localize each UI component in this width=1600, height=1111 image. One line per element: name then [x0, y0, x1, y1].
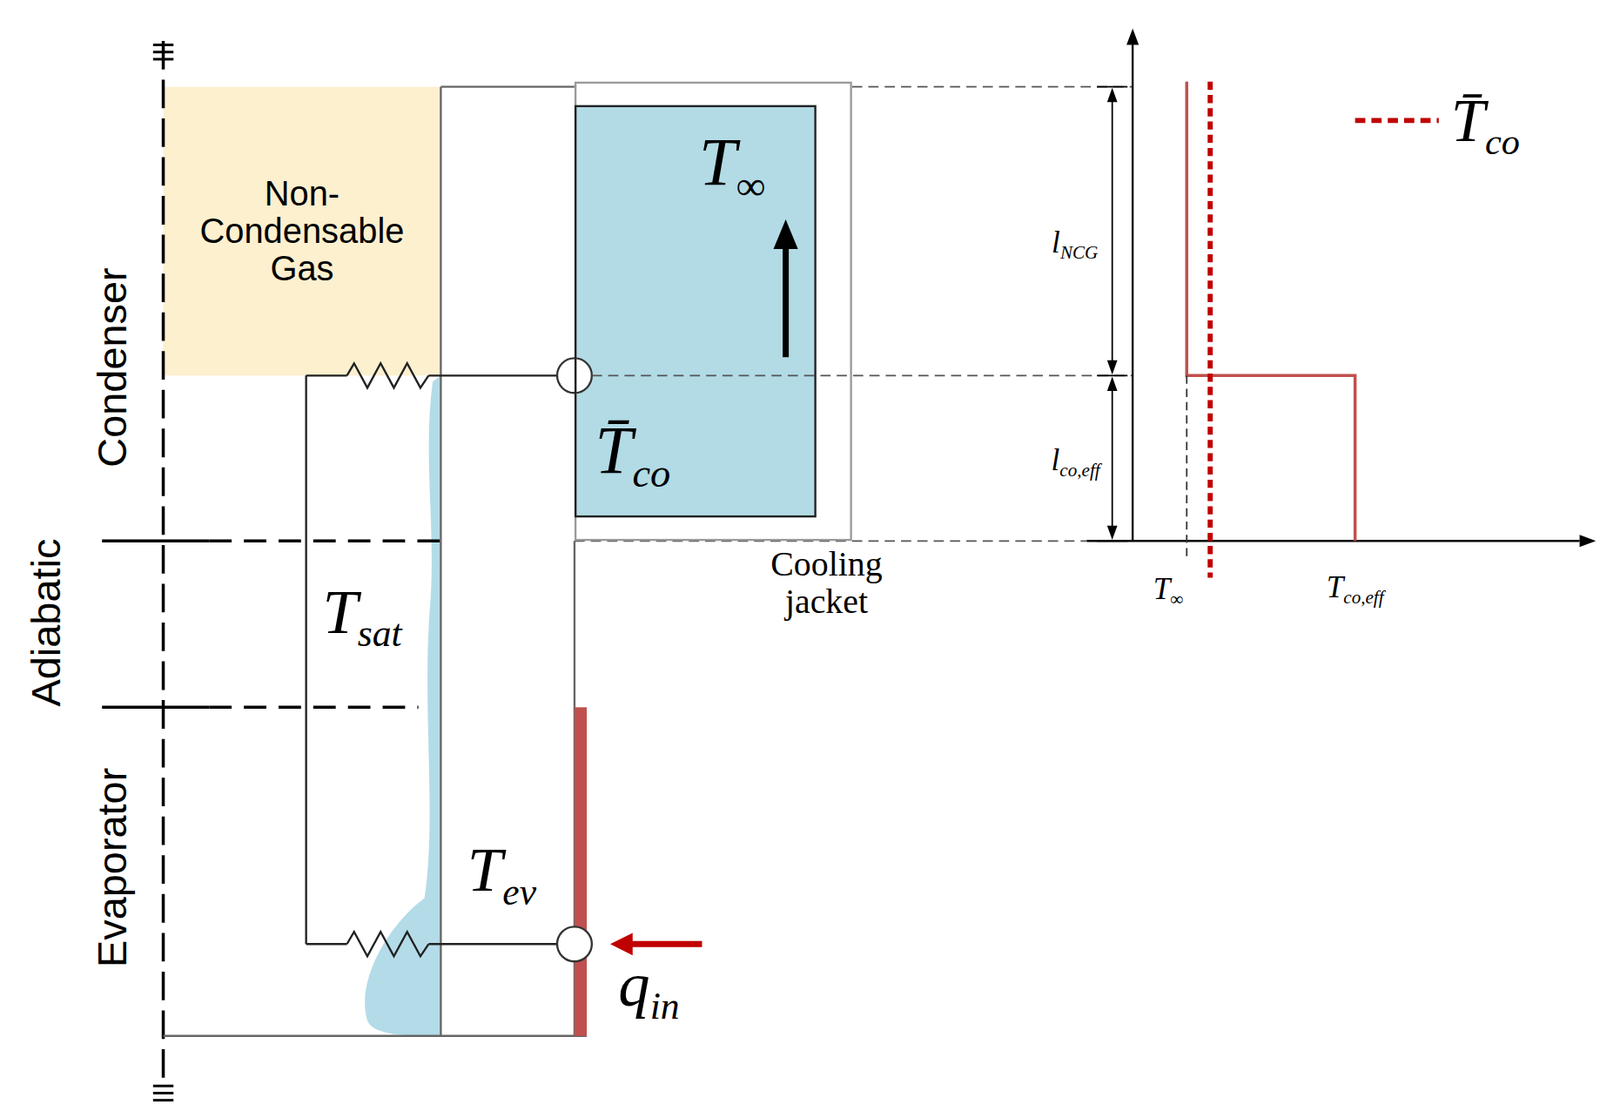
section-boundaries	[101, 540, 441, 707]
symbol-main: T̄	[594, 412, 632, 488]
symbol-subscript: co	[1485, 121, 1520, 162]
section-label: Adiabatic	[23, 538, 69, 707]
dimension-lines	[1096, 87, 1128, 542]
temperature-symbol: T̄co	[594, 413, 671, 488]
dimension-arrow-heads	[1107, 87, 1118, 540]
symbol-main: T	[699, 124, 737, 200]
symbol-subscript: in	[650, 984, 680, 1027]
jacket-label: Cooling jacket	[750, 544, 904, 622]
symbol-subscript: ∞	[736, 162, 766, 209]
section-label: Evaporator	[89, 767, 135, 968]
dimension-label: lco,eff	[1051, 442, 1101, 477]
cooling-jacket: Cooling jacketT∞T̄co	[574, 81, 853, 541]
axis-arrow-head	[1126, 28, 1139, 46]
chart-axes	[1086, 42, 1580, 541]
resistor-symbol	[347, 363, 430, 388]
symbol-main: l	[1051, 442, 1061, 477]
symbol-main: T	[467, 834, 503, 905]
axis-break-ticks	[153, 45, 174, 1101]
symbol-subscript: ∞	[1169, 589, 1184, 610]
symbol-main: T	[1326, 569, 1345, 604]
heat-arrow	[626, 941, 703, 948]
symbol-main: l	[1051, 224, 1061, 259]
pipe-wall	[163, 87, 587, 1036]
axis-line	[161, 40, 166, 1084]
symbol-main: T	[322, 576, 357, 646]
symbol-main: q	[618, 948, 650, 1019]
temperature-symbol: Tsat	[322, 576, 402, 646]
axis-arrow-head	[1579, 534, 1597, 547]
symbol-subscript: NCG	[1060, 242, 1098, 263]
symbol-subscript: co,eff	[1343, 586, 1384, 607]
axis-tick-label: T∞	[1153, 571, 1184, 606]
axis-tick-label: Tco,eff	[1326, 569, 1385, 604]
resistor-symbol	[347, 931, 430, 956]
symbol-subscript: co,eff	[1059, 459, 1100, 480]
temperature-symbol: Tev	[467, 834, 537, 905]
dimension-label: lNCG	[1051, 224, 1098, 259]
heater-bar	[574, 706, 587, 1036]
symbol-main: T	[1153, 571, 1171, 606]
region-label: Non-Condensable Gas	[194, 174, 411, 289]
temperature-symbol: T∞	[699, 125, 766, 200]
coolant-box: T∞ T̄co	[574, 105, 817, 518]
projection-lines	[574, 87, 1133, 542]
symbol-subscript: ev	[502, 870, 537, 913]
heat-symbol: qin	[618, 948, 679, 1019]
node-circle	[557, 926, 592, 962]
gas-region: Non-Condensable Gas	[163, 87, 442, 377]
symbol-subscript: sat	[357, 611, 403, 654]
flow-arrow	[782, 244, 789, 357]
section-label: Condenser	[89, 267, 135, 467]
flow-arrow-head	[773, 219, 799, 249]
ncg-region	[163, 87, 442, 377]
symbol-subscript: co	[631, 450, 671, 497]
legend-label: T̄co	[1451, 87, 1520, 155]
legend-swatch	[1351, 110, 1443, 131]
reference-line	[1185, 375, 1188, 556]
coolant-fill	[574, 105, 817, 518]
resistor-network	[306, 363, 558, 956]
symbol-main: T̄	[1451, 87, 1486, 155]
mean-temperature-line	[1207, 81, 1213, 579]
